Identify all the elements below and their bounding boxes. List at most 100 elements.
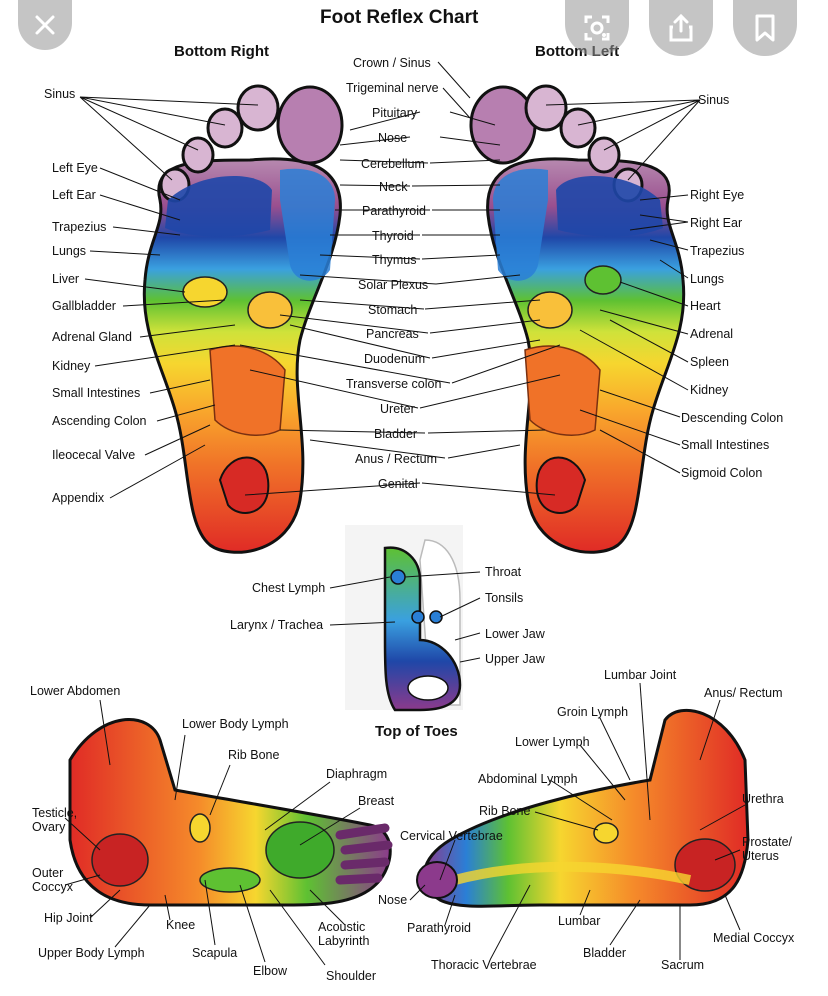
label-nose: Nose [378,131,408,145]
label-kidney-right: Kidney [690,383,729,397]
label-crown-sinus: Crown / Sinus [353,56,431,70]
left-toe-2 [524,84,568,132]
label-trapezius-right: Trapezius [690,244,745,258]
label-sacrum: Sacrum [661,958,705,972]
label-lumbar: Lumbar [558,914,601,928]
label-descending-colon: Descending Colon [681,411,784,425]
lens-search-button[interactable] [565,0,629,56]
label-small-intestines-left: Small Intestines [52,386,141,400]
label-bladder-inner: Bladder [583,946,627,960]
label-abdominal-lymph: Abdominal Lymph [478,772,578,786]
heading-top-of-toes: Top of Toes [375,723,458,740]
label-pancreas: Pancreas [366,327,419,341]
heading-bottom-right: Bottom Right [174,43,269,60]
label-diaphragm: Diaphragm [326,767,388,781]
label-right-eye: Right Eye [690,188,745,202]
right-colon-organ [209,345,286,436]
label-neck: Neck [379,180,408,194]
label-acoustic-labyrinth: Acoustic Labyrinth [318,920,370,948]
label-medial-coccyx: Medial Coccyx [713,931,795,945]
outer-rib-zone [189,813,211,843]
label-left-eye: Left Eye [52,161,98,175]
chart-title: Foot Reflex Chart [320,7,479,28]
label-elbow: Elbow [253,964,288,978]
label-lower-jaw: Lower Jaw [485,627,545,641]
label-pituitary: Pituitary [372,106,418,120]
label-parathyroid: Parathyroid [362,204,426,218]
label-ureter: Ureter [380,402,415,416]
bookmark-icon [755,14,775,42]
label-genital: Genital [378,477,418,491]
close-button[interactable] [18,0,72,50]
right-toe-3 [206,107,244,149]
outer-elbow-zone [199,867,261,893]
label-sinus-left: Sinus [44,87,76,101]
label-thyroid: Thyroid [372,229,414,243]
label-spleen: Spleen [690,355,729,369]
label-tonsils: Tonsils [485,591,524,605]
label-groin-lymph: Groin Lymph [557,705,629,719]
label-trigeminal-nerve: Trigeminal nerve [346,81,439,95]
label-outer-coccyx: Outer Coccyx [32,866,73,894]
label-breast: Breast [358,794,395,808]
right-stomach-organ [247,291,293,329]
label-ileocecal-valve: Ileocecal Valve [52,448,136,462]
label-heart: Heart [690,299,721,313]
share-button[interactable] [649,0,713,56]
label-upper-body-lymph: Upper Body Lymph [38,946,145,960]
label-cerebellum: Cerebellum [361,157,425,171]
label-prostate-uterus: Prostate/ Uterus [742,835,793,863]
big-toe-top [383,546,462,712]
throat-dot [390,569,406,585]
label-larynx-trachea: Larynx / Trachea [230,618,324,632]
label-rib-bone-inner: Rib Bone [479,804,531,818]
label-lumbar-joint: Lumbar Joint [604,668,677,682]
outer-toes [335,823,393,885]
label-rib-bone-outer: Rib Bone [228,748,280,762]
right-toe-2 [236,84,280,132]
tonsil-dot-1 [411,610,425,624]
label-chest-lymph: Chest Lymph [252,581,326,595]
outer-side-foot [68,718,393,907]
label-left-ear: Left Ear [52,188,96,202]
bookmark-button[interactable] [733,0,797,56]
share-icon [669,13,693,42]
left-stomach-organ [527,291,573,329]
outer-breast-zone [265,821,335,879]
right-big-toe [276,85,344,165]
outer-heel-zone [91,833,149,887]
label-lungs-right: Lungs [690,272,725,286]
label-scapula: Scapula [192,946,238,960]
label-thymus: Thymus [372,253,417,267]
left-heart-organ [584,265,622,295]
label-anus-rectum-inner: Anus/ Rectum [704,686,783,700]
label-sigmoid-colon: Sigmoid Colon [681,466,763,480]
label-trapezius-left: Trapezius [52,220,107,234]
label-adrenal-gland: Adrenal Gland [52,330,132,344]
right-eye-ear-zone [165,176,272,237]
label-throat: Throat [485,565,522,579]
right-neck-zone [280,168,335,281]
label-small-intestines-right: Small Intestines [681,438,770,452]
left-genital-zone [535,456,587,514]
label-nose-inner: Nose [378,893,408,907]
label-liver: Liver [52,272,80,286]
inner-side-foot [416,708,750,908]
label-transverse-colon: Transverse colon [346,377,442,391]
label-ascending-colon: Ascending Colon [52,414,147,428]
label-lower-lymph: Lower Lymph [515,735,590,749]
label-sinus-right: Sinus [698,93,730,107]
inner-spine-line [453,861,692,885]
label-testicle-ovary: Testicle, Ovary [32,806,78,834]
label-knee: Knee [166,918,196,932]
label-upper-jaw: Upper Jaw [485,652,545,666]
left-toe-4 [587,136,621,174]
left-big-toe [469,85,537,165]
right-toe-4 [181,136,215,174]
label-gallbladder: Gallbladder [52,299,116,313]
inner-foot-body [422,708,750,908]
left-toe-3 [559,107,597,149]
label-shoulder: Shoulder [326,969,377,983]
label-solar-plexus: Solar Plexus [358,278,429,292]
label-parathyroid-inner: Parathyroid [407,921,471,935]
